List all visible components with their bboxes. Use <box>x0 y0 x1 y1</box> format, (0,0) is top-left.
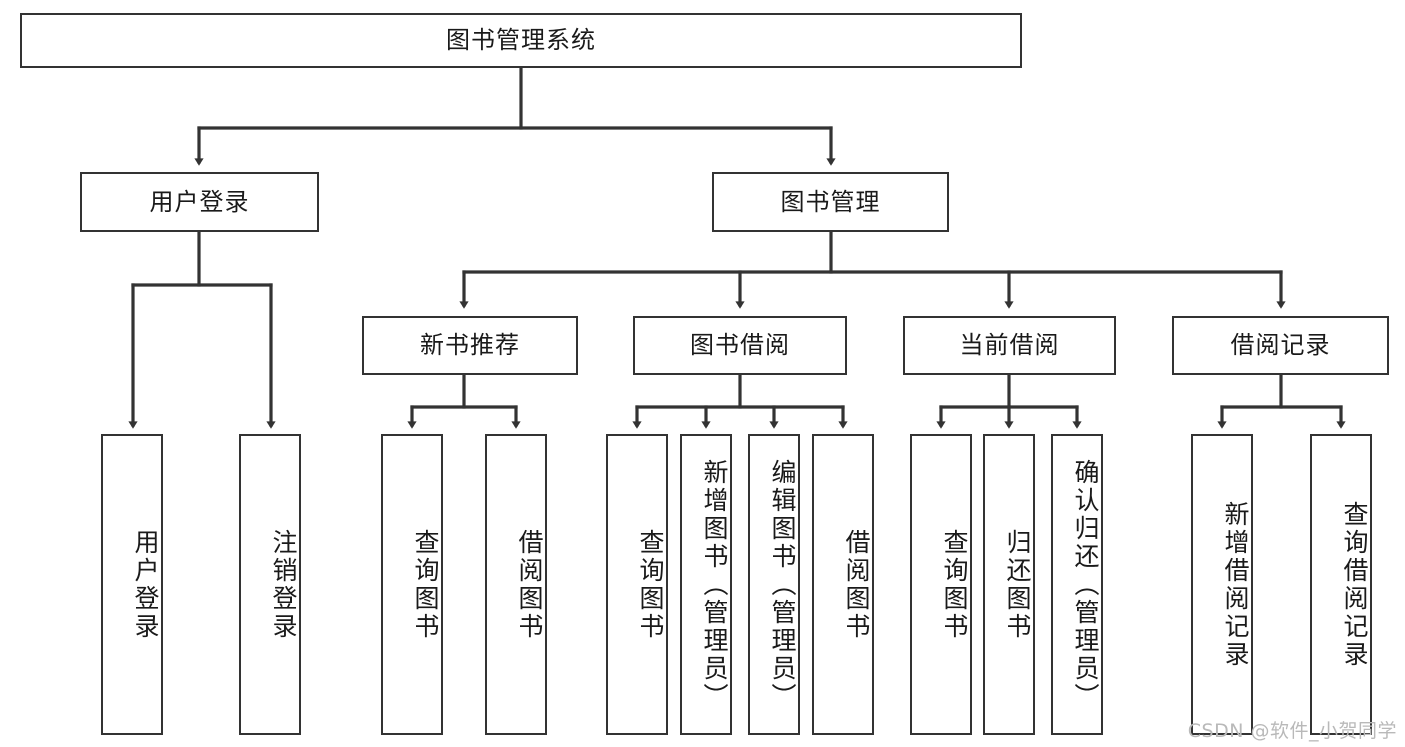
node-label: 当前借阅 <box>959 331 1060 360</box>
node-leaf-record-add[interactable]: 新增借阅记录 <box>1191 434 1253 735</box>
node-label: 图书管理 <box>780 187 881 216</box>
node-label: 编辑图书（管理员） <box>768 458 797 711</box>
node-label: 新书推荐 <box>420 331 520 360</box>
csdn-watermark: CSDN @软件_小贺同学 <box>1187 720 1397 742</box>
node-leaf-borrow-borrow-book[interactable]: 借阅图书 <box>812 434 874 735</box>
node-book-borrow[interactable]: 图书借阅 <box>633 316 847 375</box>
node-label: 新增借阅记录 <box>1221 500 1250 669</box>
node-leaf-current-confirm-return[interactable]: 确认归还（管理员） <box>1051 434 1103 735</box>
node-leaf-new-book-query[interactable]: 查询图书 <box>381 434 443 735</box>
node-label: 注销登录 <box>269 528 298 641</box>
node-label: 查询图书 <box>940 528 969 641</box>
node-label: 归还图书 <box>1003 528 1032 641</box>
node-label: 查询图书 <box>636 528 665 641</box>
node-book-management[interactable]: 图书管理 <box>712 172 949 232</box>
node-leaf-record-query[interactable]: 查询借阅记录 <box>1310 434 1372 735</box>
node-label: 确认归还（管理员） <box>1071 458 1100 711</box>
node-label: 图书借阅 <box>690 331 790 360</box>
node-label: 查询图书 <box>411 528 440 641</box>
node-label: 借阅记录 <box>1230 331 1331 360</box>
node-leaf-user-login-signin[interactable]: 用户登录 <box>101 434 163 735</box>
node-label: 新增图书（管理员） <box>700 458 729 711</box>
node-label: 图书管理系统 <box>446 26 596 55</box>
node-leaf-user-login-signout[interactable]: 注销登录 <box>239 434 301 735</box>
node-label: 借阅图书 <box>515 528 544 641</box>
node-label: 借阅图书 <box>842 528 871 641</box>
node-leaf-new-book-borrow[interactable]: 借阅图书 <box>485 434 547 735</box>
node-root-system[interactable]: 图书管理系统 <box>20 13 1022 68</box>
node-leaf-current-query[interactable]: 查询图书 <box>910 434 972 735</box>
node-label: 查询借阅记录 <box>1340 500 1369 669</box>
node-leaf-borrow-edit-book[interactable]: 编辑图书（管理员） <box>748 434 800 735</box>
node-borrow-record[interactable]: 借阅记录 <box>1172 316 1389 375</box>
node-new-book-recommend[interactable]: 新书推荐 <box>362 316 578 375</box>
node-current-borrow[interactable]: 当前借阅 <box>903 316 1116 375</box>
node-leaf-current-return[interactable]: 归还图书 <box>983 434 1035 735</box>
node-label: 用户登录 <box>131 528 160 641</box>
node-user-login[interactable]: 用户登录 <box>80 172 319 232</box>
node-leaf-borrow-add-book[interactable]: 新增图书（管理员） <box>680 434 732 735</box>
node-leaf-borrow-query[interactable]: 查询图书 <box>606 434 668 735</box>
node-label: 用户登录 <box>149 187 250 216</box>
